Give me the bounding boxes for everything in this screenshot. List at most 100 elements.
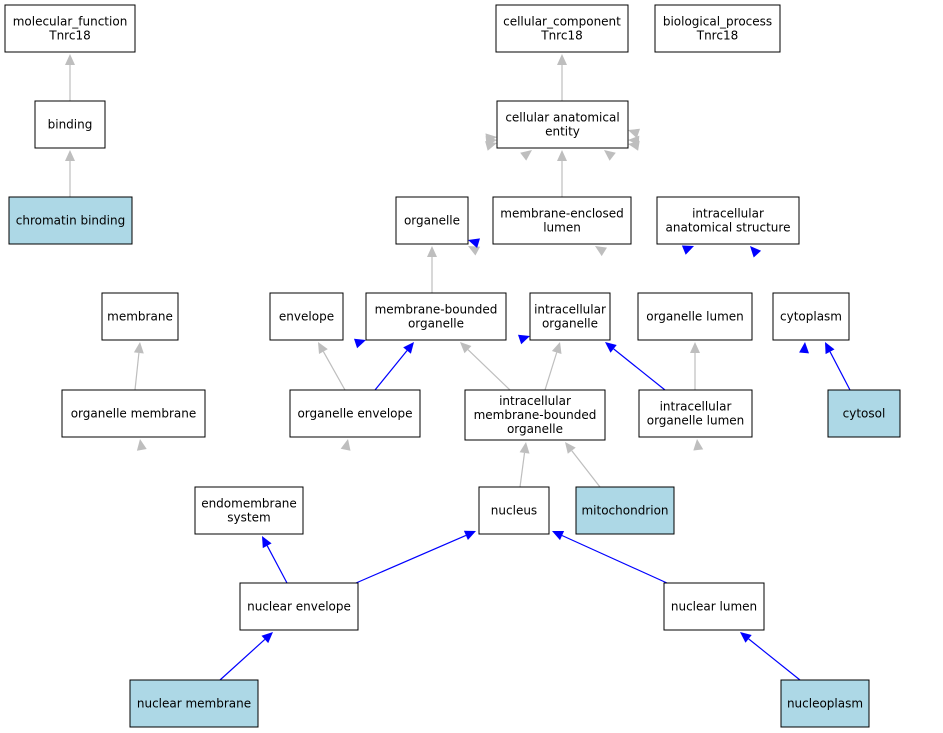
- node-om[interactable]: organelle membrane: [61, 389, 206, 438]
- node-label: cytosol: [843, 407, 886, 421]
- node-label: nucleoplasm: [787, 697, 863, 711]
- edge-nucleus-to-imbo: [519, 452, 526, 488]
- node-cytoplasm[interactable]: cytoplasm: [772, 292, 850, 341]
- node-box: [637, 292, 753, 341]
- node-label: Tnrc18: [696, 29, 738, 43]
- node-box: [772, 292, 850, 341]
- node-nm[interactable]: nuclear membrane: [129, 679, 259, 728]
- node-box: [575, 486, 675, 535]
- node-box: [780, 679, 870, 728]
- node-label: Tnrc18: [48, 29, 90, 43]
- node-label: membrane: [107, 310, 173, 324]
- arrowhead-ems-to-cae: [485, 133, 497, 144]
- node-box: [8, 196, 133, 245]
- node-np[interactable]: nucleoplasm: [780, 679, 870, 728]
- arrowhead-mel-to-cae: [557, 150, 567, 161]
- edge-cytosol-to-cytoplasm: [829, 351, 851, 391]
- node-box: [395, 196, 469, 245]
- node-box: [654, 4, 781, 53]
- node-nucleus[interactable]: nucleus: [478, 486, 550, 535]
- node-membrane[interactable]: membrane: [101, 292, 179, 341]
- node-label: anatomical structure: [666, 221, 791, 235]
- node-label: intracellular: [534, 303, 606, 317]
- node-label: organelle lumen: [647, 414, 745, 428]
- node-label: intracellular: [692, 207, 764, 221]
- node-box: [478, 486, 550, 535]
- node-binding[interactable]: binding: [34, 100, 106, 149]
- node-label: binding: [48, 118, 93, 132]
- node-box: [129, 679, 259, 728]
- arrowhead-cytoplasm-to-ias: [750, 246, 762, 258]
- node-label: intracellular: [660, 400, 732, 414]
- arrowhead-ne-to-ems: [262, 536, 272, 549]
- arrowhead-mbo-to-organelle: [427, 246, 437, 257]
- node-chromatin-binding[interactable]: chromatin binding: [8, 196, 133, 245]
- node-ne[interactable]: nuclear envelope: [239, 582, 359, 631]
- node-label: membrane-bounded: [375, 303, 498, 317]
- arrowhead-np-to-cae: [628, 128, 640, 139]
- node-label: organelle lumen: [646, 310, 744, 324]
- arrowhead-ol-to-mel: [595, 246, 607, 257]
- edge-nl-to-nucleus: [561, 534, 668, 584]
- node-box: [239, 582, 359, 631]
- arrowhead-ne-to-oe: [340, 439, 351, 451]
- node-label: endomembrane: [201, 497, 297, 511]
- node-box: [529, 292, 611, 341]
- node-label: membrane-bounded: [474, 408, 597, 422]
- node-cytosol[interactable]: cytosol: [827, 389, 901, 438]
- arrowhead-om-to-mbo: [354, 338, 366, 349]
- node-label: intracellular: [499, 394, 571, 408]
- node-label: molecular_function: [13, 15, 128, 29]
- edge-ne-to-ems: [266, 545, 288, 584]
- node-label: cellular anatomical: [505, 111, 619, 125]
- arrowhead-ias-to-cae: [604, 150, 616, 161]
- arrowhead-cytosol-to-cytoplasm: [825, 342, 835, 355]
- node-nl[interactable]: nuclear lumen: [663, 582, 765, 631]
- node-box: [269, 292, 344, 341]
- node-oe[interactable]: organelle envelope: [289, 389, 421, 438]
- arrowhead-binding-to-mf: [65, 54, 75, 65]
- arrowhead-nl-to-iol: [693, 439, 704, 451]
- node-box: [496, 100, 629, 149]
- node-ol[interactable]: organelle lumen: [637, 292, 753, 341]
- nodes-layer: molecular_functionTnrc18cellular_compone…: [4, 4, 901, 728]
- node-label: organelle: [404, 214, 460, 228]
- node-label: mitochondrion: [581, 504, 668, 518]
- arrowhead-io-to-ias: [681, 245, 694, 255]
- node-label: lumen: [543, 221, 581, 235]
- node-box: [638, 389, 753, 438]
- node-box: [464, 389, 606, 441]
- edge-imbo-to-io: [544, 352, 558, 391]
- node-mito[interactable]: mitochondrion: [575, 486, 675, 535]
- node-label: cytoplasm: [780, 310, 842, 324]
- arrowhead-mito-to-imbo: [565, 442, 576, 454]
- node-envelope[interactable]: envelope: [269, 292, 344, 341]
- arrowhead-ne-to-nucleus: [463, 530, 476, 540]
- arrowhead-imbo-to-io: [551, 342, 562, 354]
- node-box: [656, 196, 800, 245]
- node-label: membrane-enclosed: [500, 207, 624, 221]
- arrowhead-om-to-membrane: [133, 342, 144, 354]
- node-label: organelle envelope: [297, 407, 412, 421]
- node-label: envelope: [279, 310, 334, 324]
- edge-ne-to-nucleus: [355, 534, 467, 584]
- node-box: [61, 389, 206, 438]
- edge-oe-to-mbo: [374, 350, 408, 391]
- node-box: [4, 4, 136, 53]
- node-label: cellular_component: [503, 15, 621, 29]
- arrowhead-cytosol-to-cae: [628, 135, 640, 146]
- node-organelle[interactable]: organelle: [395, 196, 469, 245]
- node-label: nuclear membrane: [137, 697, 251, 711]
- arrowhead-iol-to-io: [605, 342, 617, 353]
